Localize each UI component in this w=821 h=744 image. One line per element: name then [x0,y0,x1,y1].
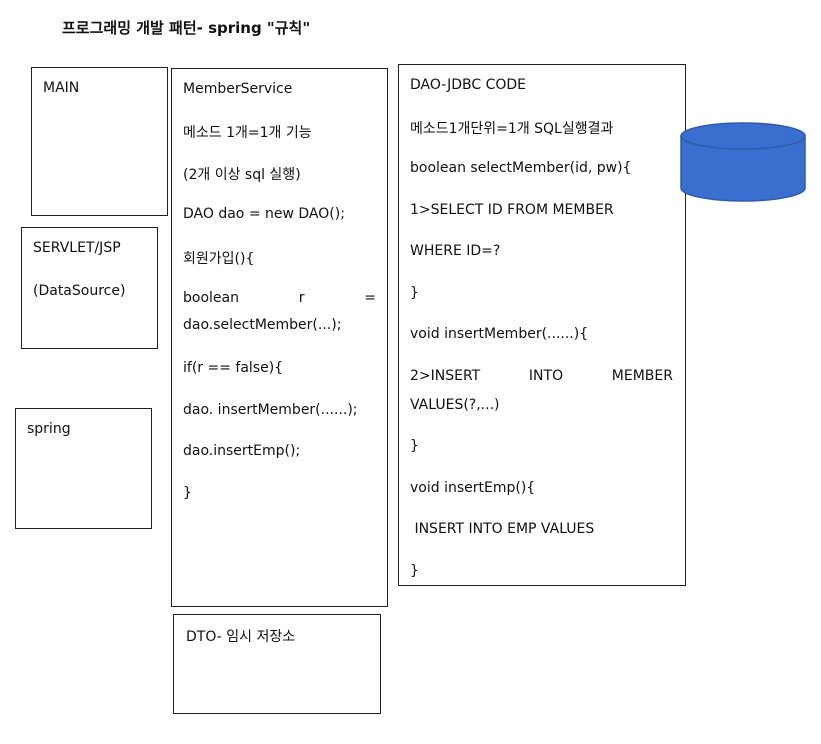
page-title: 프로그래밍 개발 패턴- spring "규칙" [62,19,311,37]
dao-line-7-d: VALUES(?,...) [410,397,500,413]
servlet-jsp-box: SERVLET/JSP (DataSource) [21,227,158,349]
ms-line-5-d: dao.selectMember(...); [183,317,342,333]
database-cylinder-icon [680,122,806,202]
ms-line-5-a: boolean [183,290,239,306]
ms-line-7: dao. insertMember(......); [183,402,358,418]
dao-line-7-c: MEMBER [611,368,673,384]
spring-label: spring [27,421,71,437]
dao-line-6: void insertMember(......){ [410,326,589,342]
database-cylinder-svg [680,122,806,202]
member-service-box: MemberService 메소드 1개=1개 기능 (2개 이상 sql 실행… [171,68,388,607]
dto-box: DTO- 임시 저장소 [173,614,381,714]
dao-line-11: } [410,563,419,579]
dao-line-5: } [410,285,419,301]
ms-line-8: dao.insertEmp(); [183,443,301,459]
dao-jdbc-box: DAO-JDBC CODE 메소드1개단위=1개 SQL실행결과 boolean… [398,64,686,586]
member-service-title: MemberService [183,81,293,97]
ms-line-4: 회원가입(){ [183,251,255,267]
dto-label: DTO- 임시 저장소 [186,629,296,645]
ms-line-2: (2개 이상 sql 실행) [183,167,301,183]
dao-line-10: INSERT INTO EMP VALUES [410,521,595,537]
dao-line-7-a: 2>INSERT [410,368,481,384]
dao-title: DAO-JDBC CODE [410,77,527,93]
dao-line-4: WHERE ID=? [410,243,501,259]
ms-line-5-b: r [298,290,305,306]
spring-box: spring [15,408,152,529]
ms-line-3: DAO dao = new DAO(); [183,206,345,222]
dao-line-1: 메소드1개단위=1개 SQL실행결과 [410,121,614,137]
dao-line-2: boolean selectMember(id, pw){ [410,160,632,176]
main-label: MAIN [43,80,80,96]
dao-line-8: } [410,438,419,454]
ms-line-9: } [183,485,192,501]
servlet-label: SERVLET/JSP [33,240,121,256]
main-box: MAIN [31,67,168,216]
ms-line-5-justified: boolean r = [183,290,376,306]
ms-line-1: 메소드 1개=1개 기능 [183,125,312,141]
ms-line-5-c: = [364,290,376,306]
dao-line-3: 1>SELECT ID FROM MEMBER [410,202,614,218]
ms-line-6: if(r == false){ [183,360,284,376]
dao-line-9: void insertEmp(){ [410,480,536,496]
dao-line-7-justified: 2>INSERT INTO MEMBER [410,368,673,384]
dao-line-7-b: INTO [528,368,564,384]
datasource-label: (DataSource) [33,283,126,299]
